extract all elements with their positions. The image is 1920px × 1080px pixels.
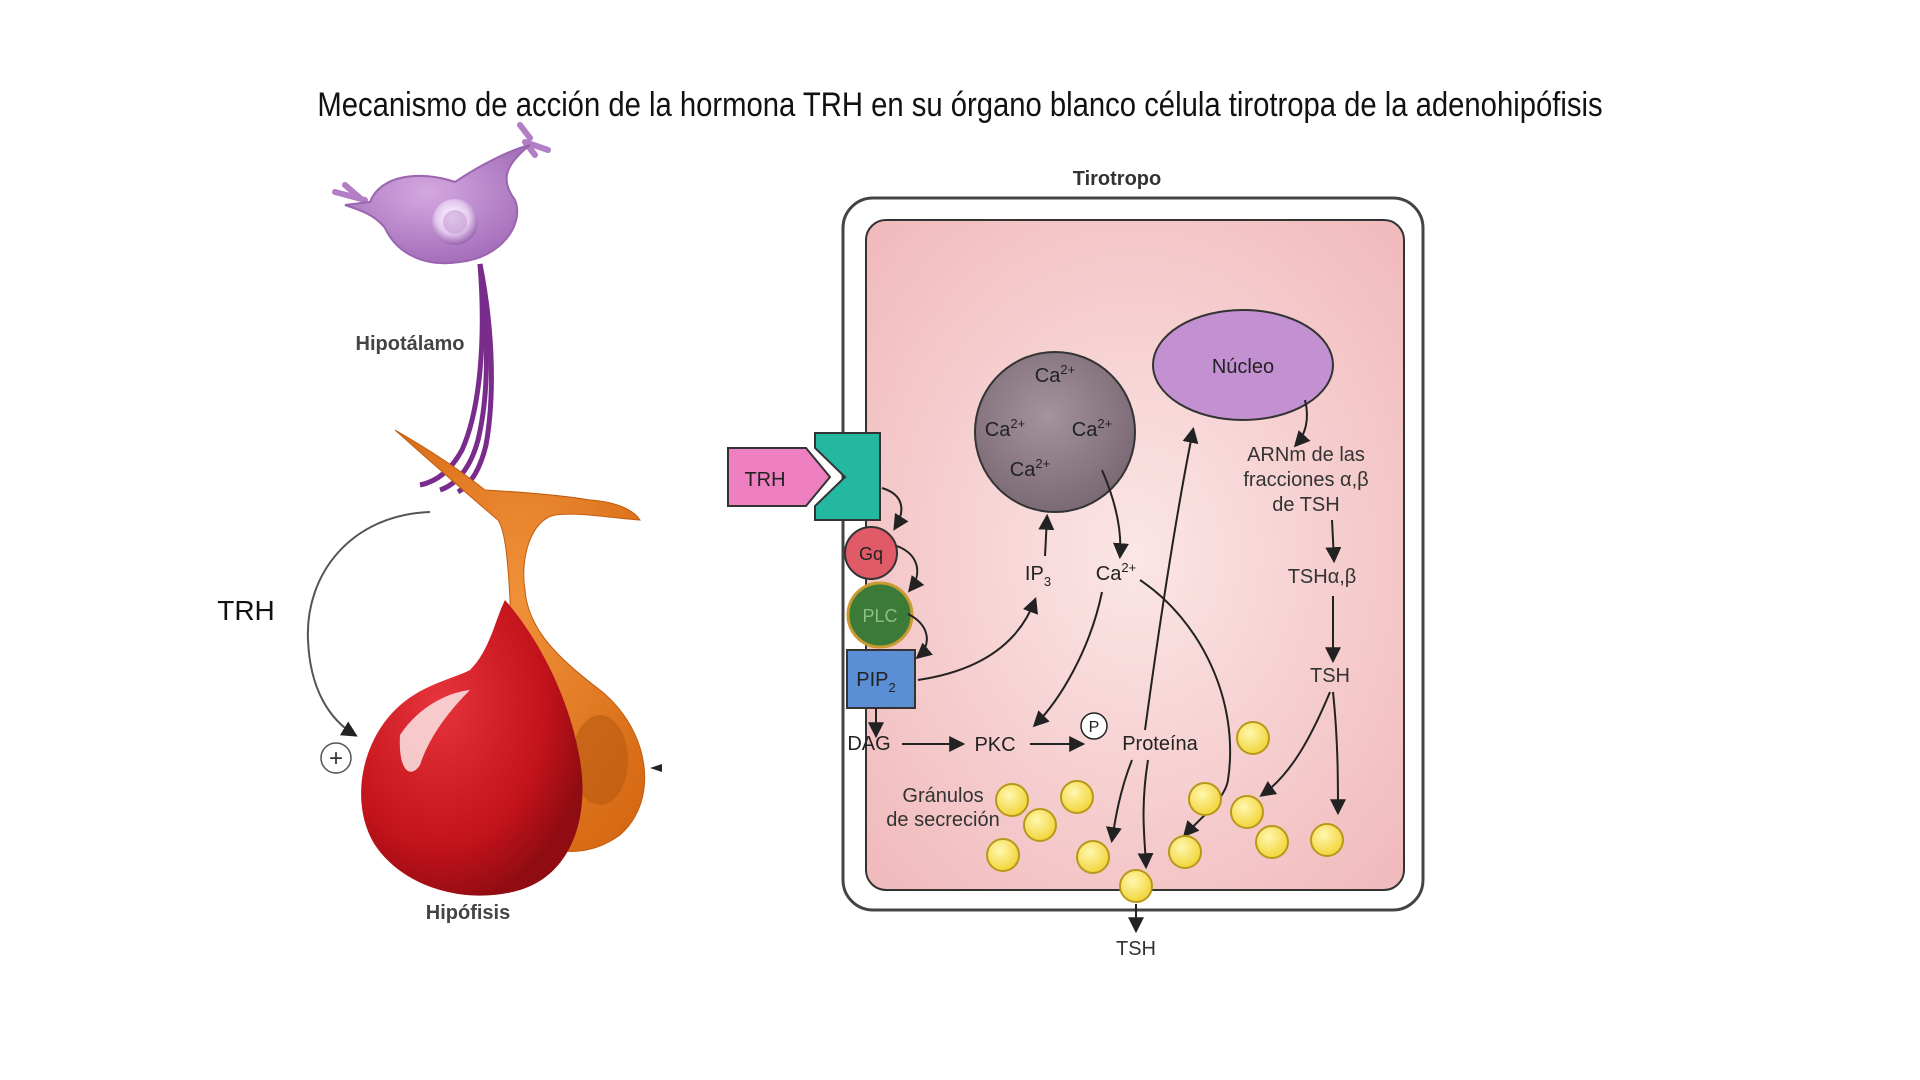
cytosolic-calcium: Ca2+ — [1096, 560, 1136, 585]
svg-text:Ca2+: Ca2+ — [1010, 456, 1050, 481]
nucleus — [1152, 309, 1334, 421]
granules-line-2: de secreción — [886, 809, 999, 831]
trh-label: TRH — [217, 595, 275, 626]
page-title: Mecanismo de acción de la hormona TRH en… — [317, 86, 1603, 124]
store-to-calcium-arrow — [1101, 469, 1129, 560]
hypothalamic-neuron — [332, 122, 551, 265]
gq-protein — [844, 526, 898, 580]
trh-ligand — [727, 447, 832, 507]
svg-text:Ca2+: Ca2+ — [1072, 416, 1112, 441]
svg-text:Ca2+: Ca2+ — [985, 416, 1025, 441]
mrna-line-1: ARNm de las — [1247, 444, 1365, 466]
gq-label: Gq — [859, 544, 883, 564]
pituitary-label: Hipófisis — [426, 902, 510, 924]
dag-label: DAG — [847, 733, 890, 755]
activation-arrows — [868, 487, 933, 739]
calcium-to-pkc-arrow — [1032, 591, 1103, 728]
svg-text:Ca2+: Ca2+ — [1035, 362, 1075, 387]
phosphate-label: P — [1089, 719, 1100, 736]
phosphate-group — [1080, 712, 1108, 740]
hypothalamus-label: Hipotálamo — [356, 333, 465, 355]
nucleus-label: Núcleo — [1212, 356, 1274, 378]
protein-to-nucleus-arrow — [1144, 426, 1199, 731]
pip2-box — [846, 649, 916, 709]
protein-to-granule-arrow — [1105, 759, 1133, 844]
granules-line-1: Gránulos — [902, 785, 983, 807]
tsh-to-granule-arrow-2 — [1329, 691, 1346, 816]
trh-ligand-label: TRH — [744, 469, 785, 491]
protein-exocytosis-arrow — [1137, 759, 1154, 870]
plc-enzyme — [846, 581, 914, 649]
tsh-inner-label: TSH — [1310, 665, 1350, 687]
ip3-label: IP3 — [1025, 563, 1051, 589]
mrna-line-2: fracciones α,β — [1243, 469, 1368, 491]
protein-label: Proteína — [1122, 733, 1198, 755]
exocytosis-granule — [1119, 869, 1153, 903]
tsh-to-granule-arrow-1 — [1259, 691, 1331, 797]
pip2-label: PIP2 — [856, 669, 895, 695]
stimulation-sign — [320, 742, 352, 774]
ip3-to-store-arrow — [1038, 513, 1055, 557]
mrna-line-3: de TSH — [1272, 494, 1339, 516]
tsh-ab-label: TSHα,β — [1288, 566, 1357, 588]
pip2-to-ip3-arrow — [917, 597, 1038, 681]
calcium-store: Ca2+ Ca2+ Ca2+ Ca2+ — [974, 351, 1136, 513]
secretory-granules — [986, 721, 1344, 874]
mrna-to-tshab-arrow — [1325, 519, 1342, 564]
anterior-pituitary — [361, 600, 583, 896]
tsh-secreted-label: TSH — [1116, 938, 1156, 960]
trh-arrow — [306, 511, 431, 737]
thyrotroph-label: Tirotropo — [1073, 168, 1162, 190]
plus-symbol: + — [329, 745, 343, 772]
plc-label: PLC — [862, 606, 897, 626]
nucleus-to-mrna-arrow — [1293, 399, 1311, 448]
pkc-label: PKC — [974, 734, 1015, 756]
trh-receptor — [814, 432, 881, 521]
